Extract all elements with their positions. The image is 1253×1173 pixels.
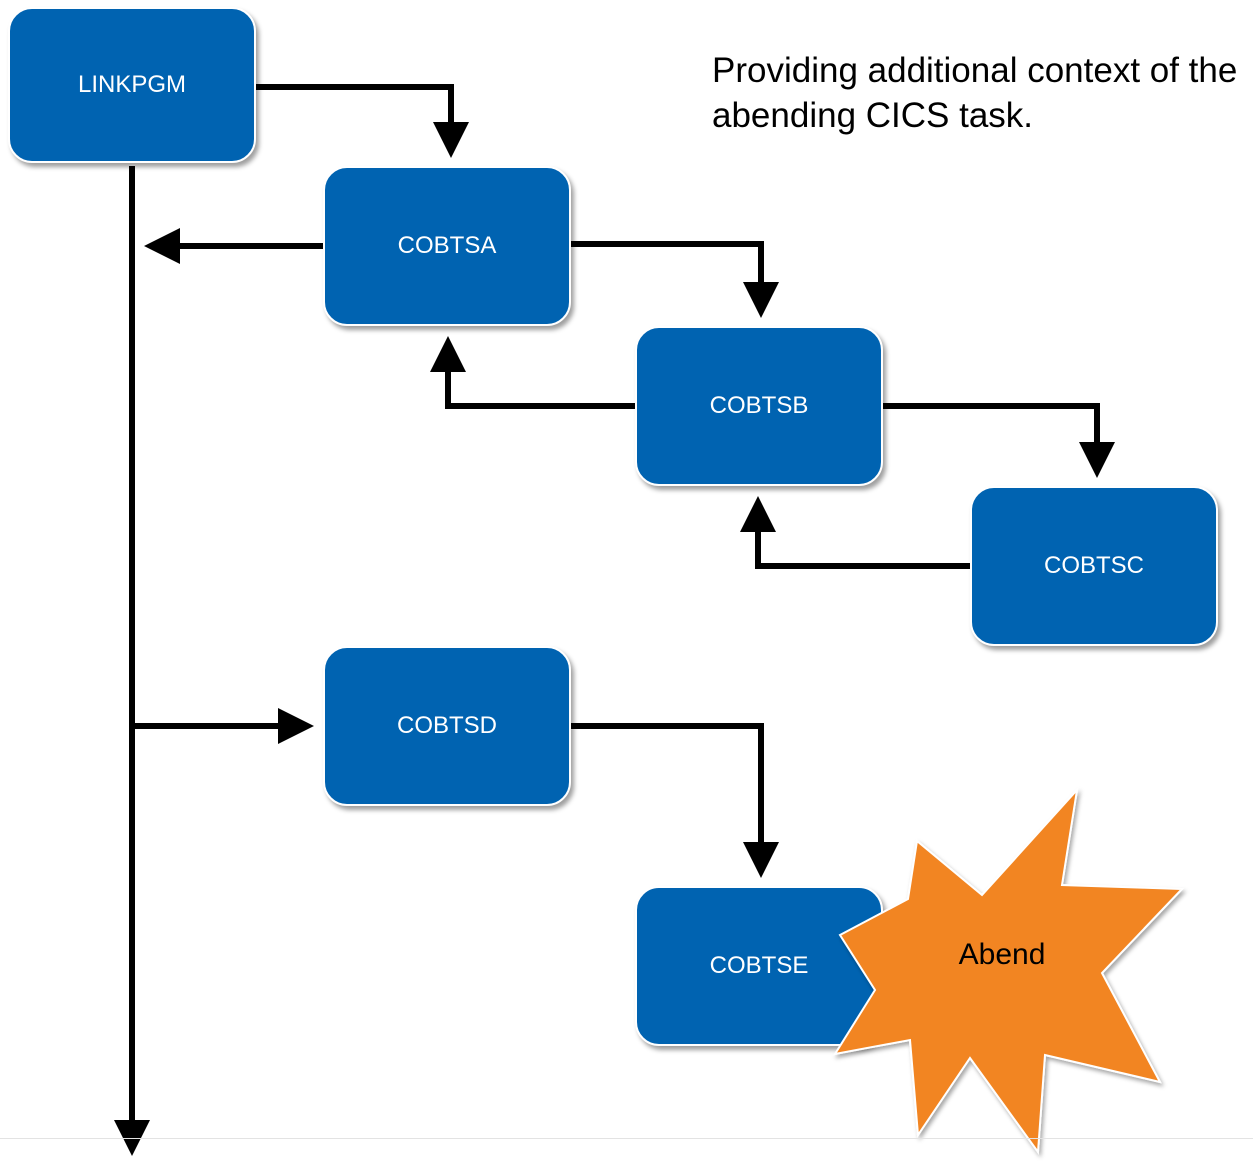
node-label: COBTSB — [709, 392, 809, 419]
node-cobtse[interactable]: COBTSE — [635, 886, 883, 1046]
node-cobtsc[interactable]: COBTSC — [970, 486, 1218, 646]
arrow-linkpgm-to-cobtsa — [256, 84, 469, 158]
node-label: COBTSA — [397, 232, 497, 259]
node-label: COBTSE — [709, 952, 809, 979]
bottom-divider — [0, 1138, 1253, 1139]
arrow-cobtsc-return — [740, 496, 970, 569]
arrow-cobtsb-to-cobtsc — [883, 403, 1115, 478]
node-cobtsb[interactable]: COBTSB — [635, 326, 883, 486]
node-label: LINKPGM — [77, 71, 187, 98]
node-label: COBTSD — [396, 712, 497, 739]
arrow-cobtsd-to-cobtse — [571, 723, 779, 878]
node-linkpgm[interactable]: LINKPGM — [8, 7, 256, 163]
node-cobtsd[interactable]: COBTSD — [323, 646, 571, 806]
node-cobtsa[interactable]: COBTSA — [323, 166, 571, 326]
abend-label: Abend — [958, 938, 1046, 971]
arrow-cobtsb-return — [430, 336, 635, 409]
context-note: Providing additional context of the aben… — [712, 51, 1238, 135]
arrow-cobtsa-to-cobtsb — [571, 241, 779, 318]
node-label: COBTSC — [1043, 552, 1144, 579]
